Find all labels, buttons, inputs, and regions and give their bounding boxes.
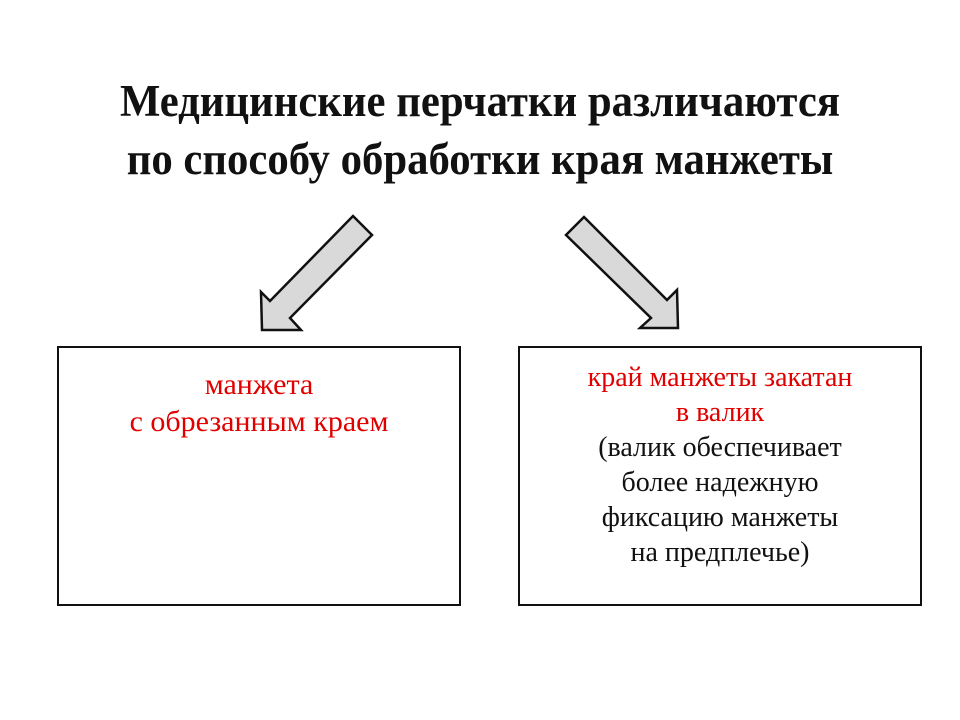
right-box-note-line-1: (валик обеспечивает <box>598 432 842 463</box>
right-box-note-line-3: фиксацию манжеты <box>601 502 839 533</box>
left-box-line-2: с обрезанным краем <box>129 405 389 438</box>
right-box-note-line-2: более надежную <box>621 467 819 498</box>
right-box-note-line-4: на предплечье) <box>630 537 810 568</box>
title-line-1: Медицинские перчатки различаются <box>119 76 841 126</box>
right-box-red-line-1: край манжеты закатан <box>587 362 853 393</box>
cut-edge-cuff-box: манжета с обрезанным краем <box>57 346 461 606</box>
title-line-2: по способу обработки края манжеты <box>126 134 834 184</box>
right-box-red-line-2: в валик <box>675 397 765 428</box>
arrow-down-right-icon <box>564 215 680 330</box>
rolled-edge-cuff-box: край манжеты закатан в валик (валик обес… <box>518 346 922 606</box>
slide-title: Медицинские перчатки различаются по спос… <box>0 72 960 188</box>
left-box-line-1: манжета <box>204 368 314 401</box>
arrow-down-left-icon <box>259 214 374 332</box>
